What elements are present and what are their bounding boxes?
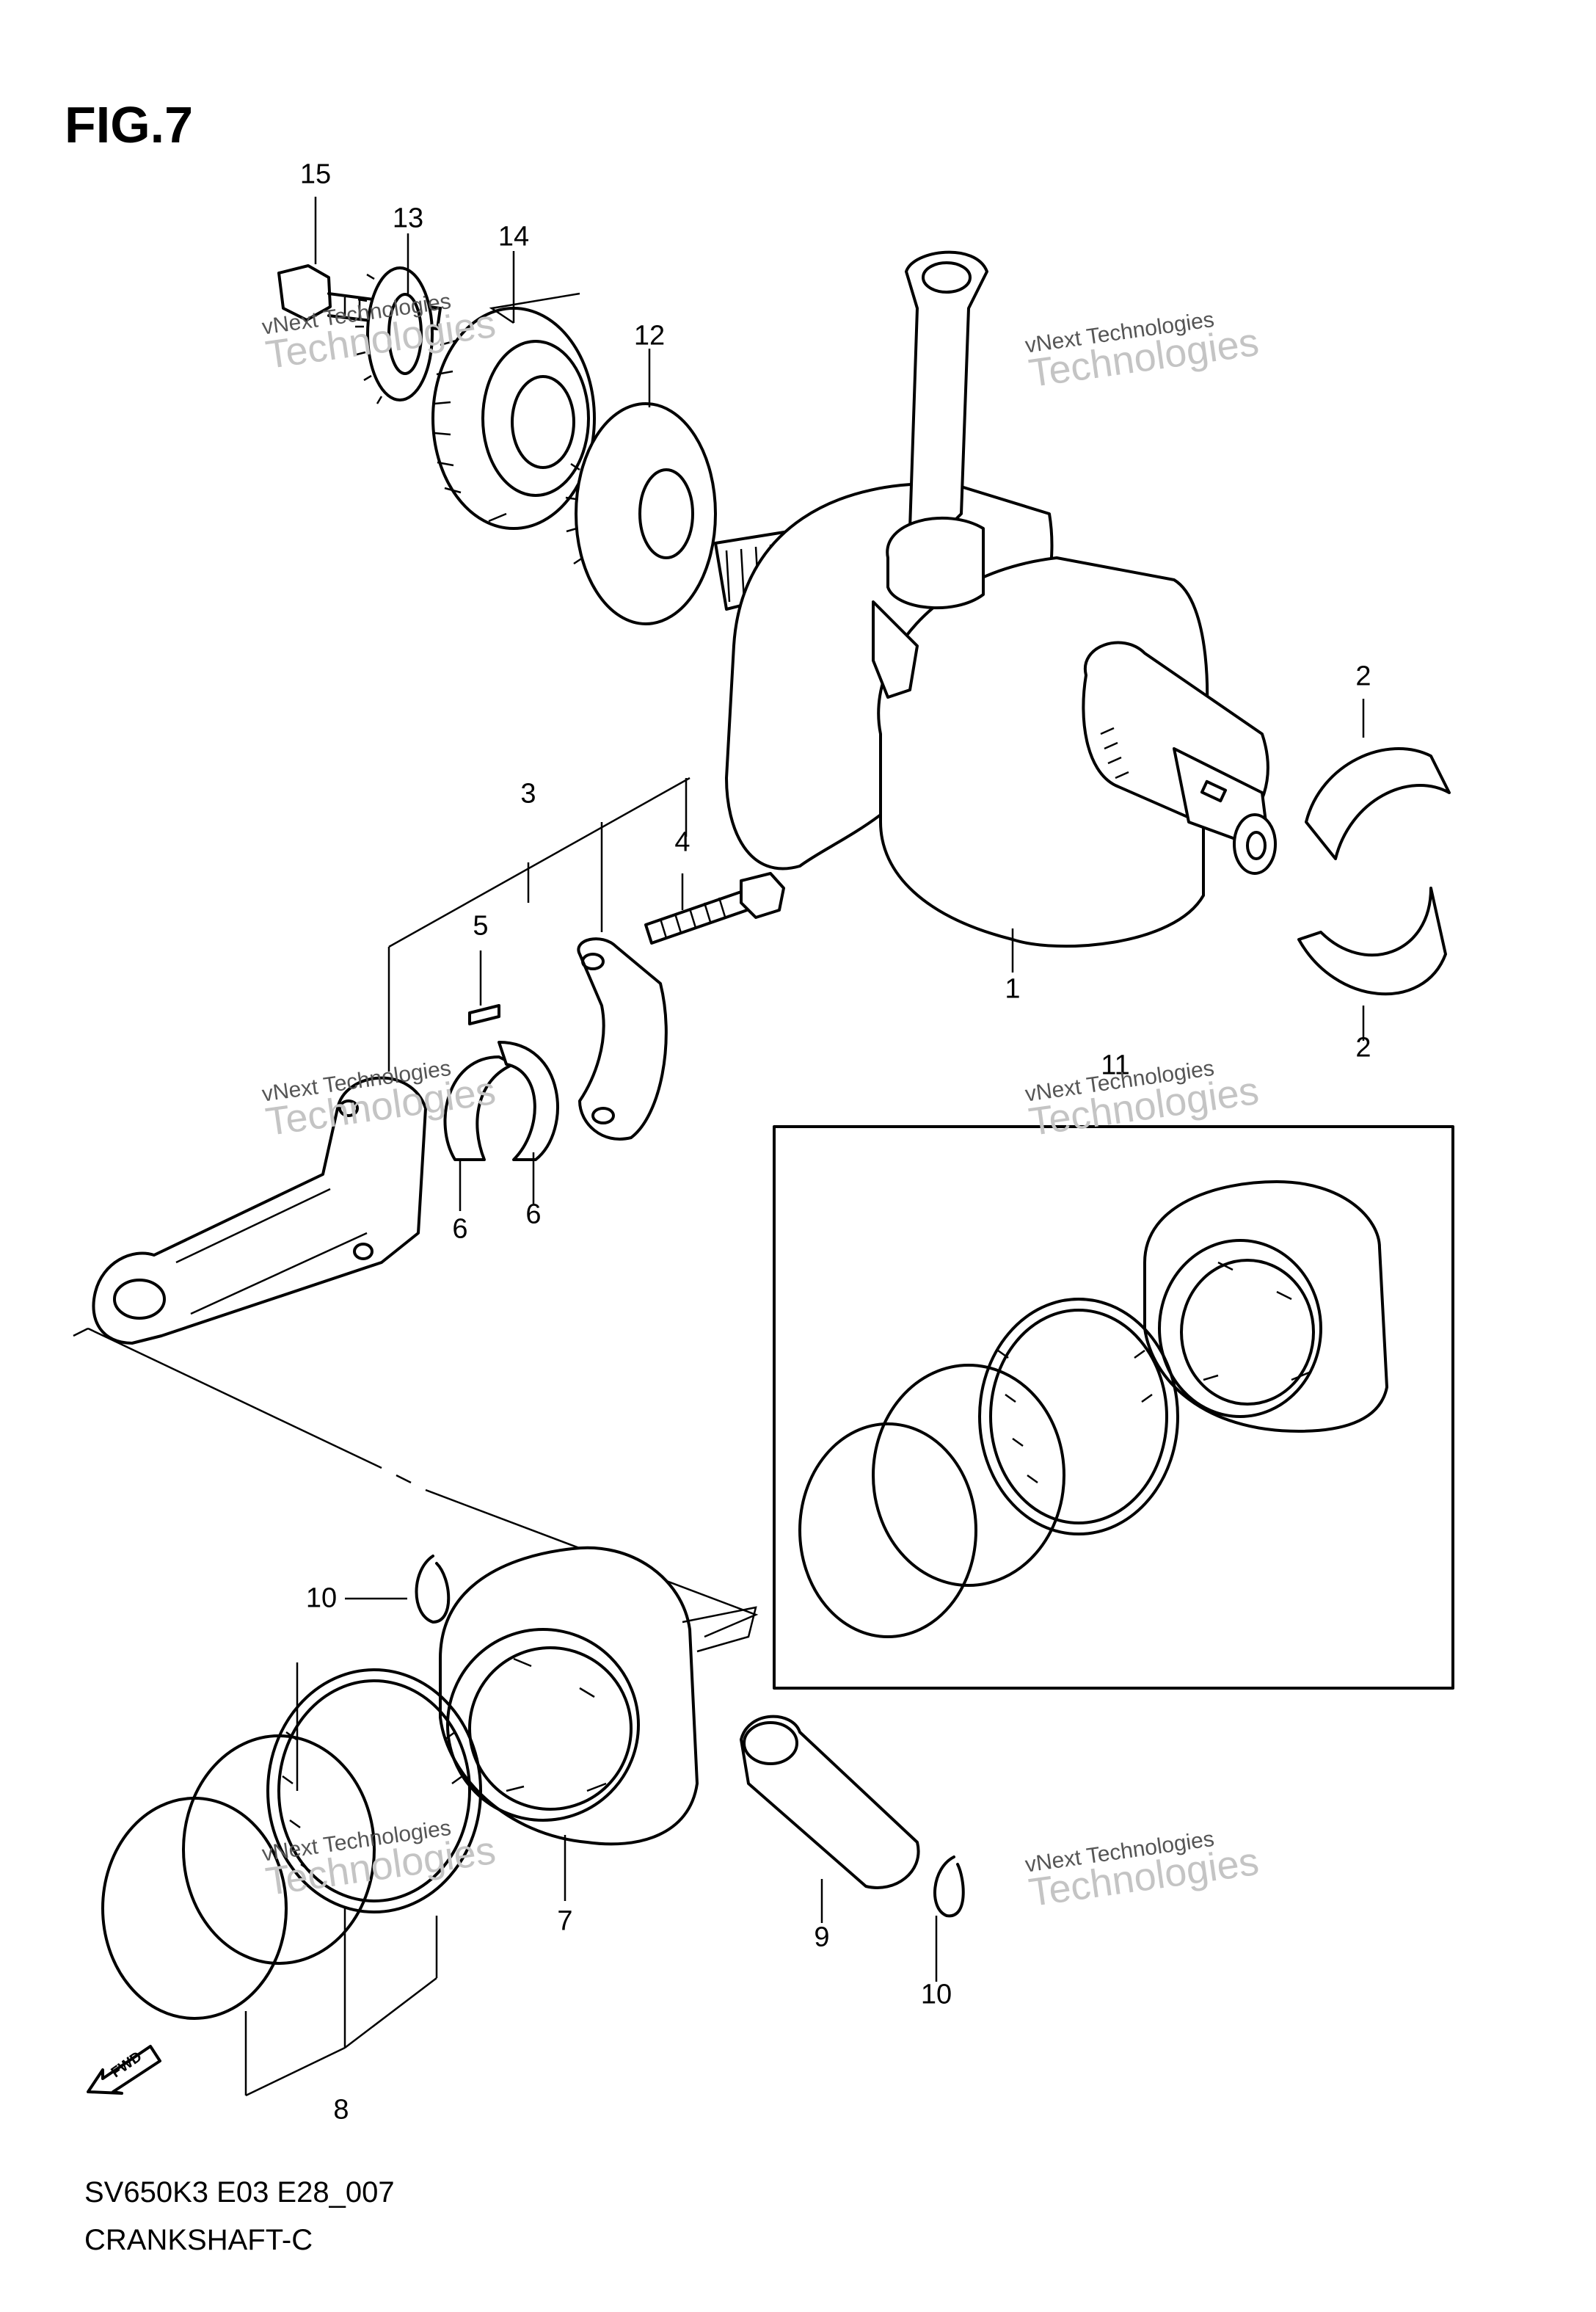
main-bearing-2-upper bbox=[1305, 747, 1451, 860]
callout-14: 14 bbox=[498, 221, 530, 252]
callout-13: 13 bbox=[392, 203, 424, 234]
callout-3: 3 bbox=[520, 778, 536, 810]
dowel-pin-5 bbox=[468, 1004, 500, 1025]
callout-12: 12 bbox=[633, 320, 666, 352]
piston-set-box-11 bbox=[773, 1125, 1454, 1690]
callout-bracket-3 bbox=[387, 777, 690, 1072]
con-rod-bearing-6-left bbox=[443, 1055, 515, 1161]
section-name: CRANKSHAFT-C bbox=[84, 2224, 313, 2256]
callout-11: 11 bbox=[1101, 1050, 1130, 1081]
callout-6-right: 6 bbox=[525, 1199, 542, 1230]
model-code: SV650K3 E03 E28_007 bbox=[84, 2176, 395, 2209]
con-rod-cap bbox=[577, 937, 668, 1141]
figure-title: FIG.7 bbox=[65, 96, 194, 153]
leader-lines bbox=[296, 197, 1365, 1982]
con-rod-bolt-4 bbox=[644, 872, 785, 945]
callout-10-left: 10 bbox=[305, 1582, 338, 1614]
callout-7: 7 bbox=[557, 1905, 573, 1937]
callout-6-left: 6 bbox=[452, 1213, 468, 1245]
callout-4: 4 bbox=[674, 826, 690, 858]
piston-7 bbox=[439, 1546, 757, 1846]
con-rod-bearing-6-right bbox=[498, 1041, 559, 1161]
circlip-10-left bbox=[415, 1555, 451, 1624]
primary-gear-14 bbox=[431, 292, 596, 530]
alignment-guide-line bbox=[73, 1327, 759, 1638]
gear-washer-13 bbox=[355, 266, 434, 404]
callout-9: 9 bbox=[814, 1922, 830, 1953]
crankshaft-1 bbox=[714, 250, 1277, 948]
callout-5: 5 bbox=[473, 910, 489, 942]
piston-pin-9 bbox=[740, 1715, 920, 1889]
circlip-10-right bbox=[933, 1855, 965, 1918]
piston-rings-8 bbox=[101, 1668, 482, 2097]
callout-2-upper: 2 bbox=[1355, 661, 1371, 692]
callout-2-lower: 2 bbox=[1355, 1032, 1371, 1064]
callout-15: 15 bbox=[299, 159, 332, 190]
fwd-arrow-icon: FWD bbox=[81, 2040, 169, 2099]
thrust-washer-12 bbox=[565, 402, 717, 625]
callout-8: 8 bbox=[333, 2094, 349, 2126]
callout-1: 1 bbox=[1005, 973, 1021, 1005]
callout-10-right: 10 bbox=[920, 1979, 952, 2010]
connecting-rod bbox=[92, 1076, 427, 1345]
main-bearing-2-lower bbox=[1297, 887, 1447, 996]
